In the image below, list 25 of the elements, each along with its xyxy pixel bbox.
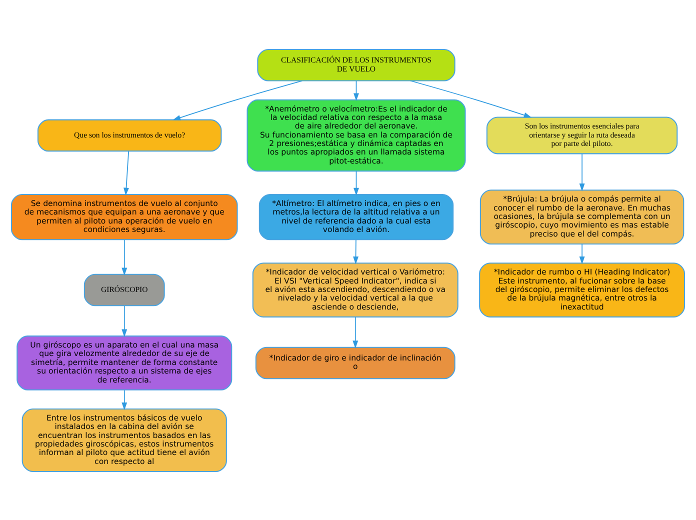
node-box: Que son los instrumentos de vuelo? bbox=[37, 118, 222, 152]
arrow bbox=[352, 316, 358, 348]
node-box: GIRÓSCOPIO bbox=[84, 273, 165, 306]
arrow bbox=[354, 80, 359, 101]
arrow bbox=[124, 150, 130, 196]
node-box: Se denomina instrumentos de vuelo al conjunto de mecanismos que equipan a una aeronave y que permiten al piloto una operación de vuelo en condiciones seguras. bbox=[10, 193, 238, 240]
arrow bbox=[579, 153, 585, 191]
node-box: *Indicador de giro e indicador de inclinación o bbox=[255, 346, 456, 379]
arrow bbox=[122, 238, 128, 276]
arrow bbox=[122, 389, 128, 410]
arrow bbox=[410, 80, 532, 118]
arrow bbox=[353, 238, 359, 264]
node-box: CLASIFICACIÓN DE LOS INSTRUMENTOS DE VUELO bbox=[257, 48, 456, 81]
node-box: *Altímetro: El altímetro indica, en pies o en metros,la lectura de la altitud relativa a un nivel de referencia dado a la cual esta volando el avión. bbox=[258, 193, 454, 240]
node-box: *Indicador de rumbo o HI (Heading Indicator) Este instrumento, al fucionar sobre la base del giróscopio, permite eliminar los defectos de la brújula magnética, entre otros la inexactitud bbox=[479, 262, 686, 317]
node-box: Un giróscopo es un aparato en el cual una masa que gira velozmente alrededor de su eje de simetría, permite mantener de forma constante su orientación respecto a un sistema de ejes de referencia. bbox=[16, 335, 232, 390]
arrow bbox=[172, 80, 303, 120]
arrow bbox=[354, 170, 359, 196]
node-box: Son los instrumentos esenciales para orientarse y seguir la ruta deseada por parte del piloto. bbox=[486, 116, 678, 154]
node-box: Entre los instrumentos básicos de vuelo instalados en la cabina del avión se encuentran los instrumentos basados en las propiedades giroscópicas, estos instrumentos informan al piloto que actitud tiene el avión con respecto al bbox=[22, 408, 227, 472]
arrow bbox=[579, 243, 585, 264]
node-box: *Indicador de velocidad vertical o Variómetro: El VSI "Vertical Speed Indicator", indica si el avión esta ascendiendo, descendiendo o va nivelado y la velocidad vertical a la que asciende o desciende, bbox=[252, 262, 458, 317]
node-box: *Anemómetro o velocímetro:Es el indicador de la velocidad relativa con respecto a la masa de aire alrededor del aeronave. Su funcionamiento se basa en la comparación de 2 presiones;estática y dinámica captadas en los puntos apropiados en un llamada sistema pitot-estática. bbox=[246, 98, 466, 172]
node-box: *Brújula: La brújula o compás permite al conocer el rumbo de la aeronave. En muchas ocasiones, la brújula se complementa con un giróscopio, cuyo movimiento es mas estable preciso que el del compás. bbox=[480, 189, 684, 244]
arrow bbox=[122, 305, 128, 337]
